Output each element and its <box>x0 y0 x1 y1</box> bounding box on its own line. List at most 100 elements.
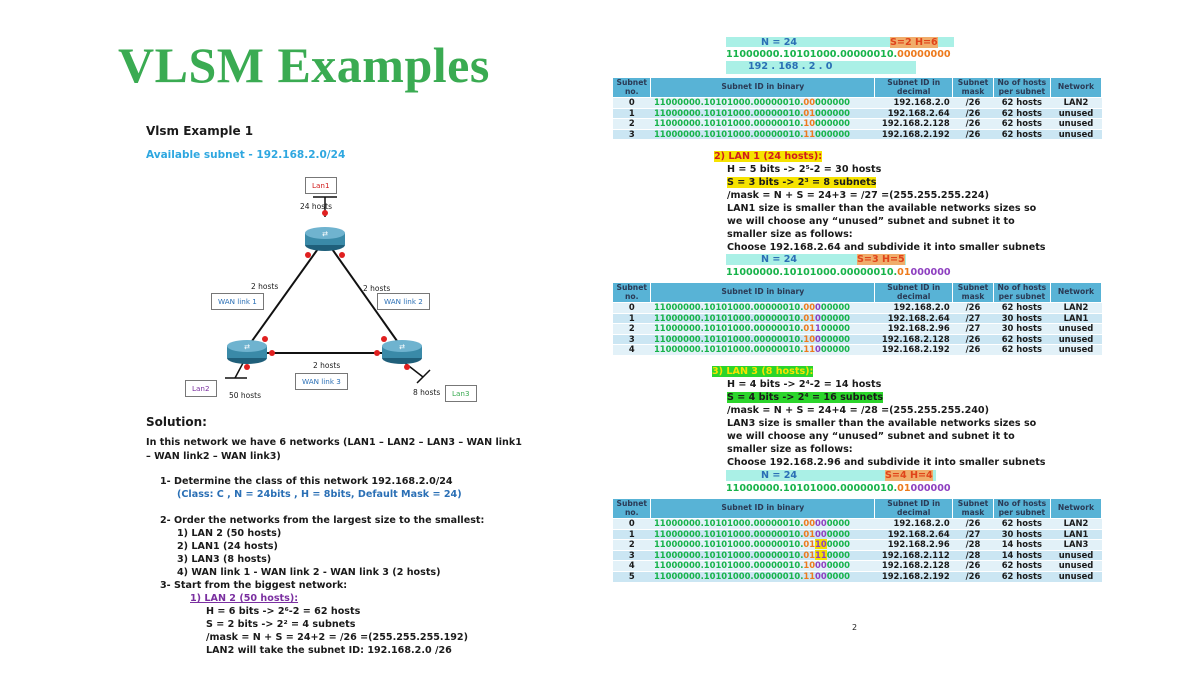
wan3-hosts: 2 hosts <box>313 361 341 370</box>
lan3-line-4: LAN3 size is smaller than the available … <box>727 418 1037 429</box>
binary-cell: 11000000.10101000.00000010.01000000 <box>650 108 875 120</box>
lan1-line-6: smaller size as follows: <box>727 229 853 240</box>
subnet-no-cell: 0 <box>612 302 651 314</box>
binary-part: 11000000.10101000.00000010. <box>653 549 804 560</box>
lan2-hosts: 50 hosts <box>229 391 262 400</box>
network-cell: unused <box>1050 550 1102 562</box>
th-subnet-no: Subnet no. <box>611 498 652 519</box>
binary-part: 000000 <box>815 97 851 107</box>
th-subnet-no: Subnet no. <box>611 77 652 98</box>
hosts-cell: 62 hosts <box>993 561 1051 572</box>
binary-part: 11000000.10101000.00000010. <box>653 312 804 323</box>
binary-part: 11000000.10101000.00000010. <box>653 128 804 139</box>
binary-cell: 11000000.10101000.00000010.11000000 <box>650 570 875 583</box>
binary-part: 10 <box>803 118 816 129</box>
network-cell: unused <box>1050 561 1102 572</box>
th-binary: Subnet ID in binary <box>650 77 876 98</box>
banner1-sh: S=2 H=6 <box>890 37 938 50</box>
binary-part: 0 <box>815 302 821 312</box>
binary-part: 11000000.10101000.00000010. <box>653 560 804 571</box>
subnet-no-cell: 4 <box>612 561 651 572</box>
hosts-cell: 62 hosts <box>993 129 1051 141</box>
th-hosts: No of hosts per subnet <box>992 282 1051 303</box>
lan3-hosts: 8 hosts <box>413 388 441 397</box>
binary-part: 01 <box>803 312 816 323</box>
decimal-cell: 192.168.2.64 <box>874 108 953 120</box>
subnet-no-cell: 1 <box>612 108 651 120</box>
banner2-sh: S=3 H=5 <box>857 254 905 267</box>
example-title: Vlsm Example 1 <box>146 124 254 138</box>
lan3-line-3: /mask = N + S = 24+4 = /28 =(255.255.255… <box>727 405 989 416</box>
network-cell: unused <box>1050 119 1102 130</box>
mask-cell: /26 <box>952 97 994 109</box>
binary-cell: 11000000.10101000.00000010.00000000 <box>650 518 875 530</box>
th-subnet-no: Subnet no. <box>611 282 652 303</box>
order-item-3: 3) LAN3 (8 hosts) <box>177 554 272 565</box>
svg-text:⇄: ⇄ <box>322 230 328 238</box>
lan1-line-2-text: S = 3 bits -> 2³ = 8 subnets <box>727 177 877 188</box>
binary-part: 01 <box>803 549 816 560</box>
binary-cell: 11000000.10101000.00000010.01110000 <box>650 549 875 562</box>
binary-part: 0000 <box>826 570 851 581</box>
router-left-icon: ⇄ <box>227 340 267 364</box>
lan3-line-5: we will choose any “unused” subnet and s… <box>727 431 1015 442</box>
lan1-line-1: H = 5 bits -> 2⁵-2 = 30 hosts <box>727 164 882 175</box>
wan1-hosts: 2 hosts <box>251 282 279 291</box>
binary-part: 00 <box>815 560 827 571</box>
decimal-cell: 192.168.2.0 <box>874 97 953 109</box>
binary-part: 11 <box>803 128 816 139</box>
network-cell: unused <box>1050 108 1102 120</box>
binary-cell: 11000000.10101000.00000010.01000000 <box>650 529 875 541</box>
lan2-line-4: LAN2 will take the subnet ID: 192.168.2.… <box>206 645 452 656</box>
subnet-no-cell: 4 <box>612 345 651 356</box>
binary-part: 0000 <box>826 539 851 550</box>
banner2-binary-prefix: 11000000.10101000.00000010. <box>726 267 898 278</box>
network-cell: LAN2 <box>1050 518 1102 530</box>
th-mask: Subnet mask <box>952 77 994 98</box>
lan3-heading: 3) LAN 3 (8 hosts): <box>712 366 814 379</box>
network-cell: LAN3 <box>1050 540 1102 551</box>
subnet-no-cell: 5 <box>612 571 651 583</box>
subnet-no-cell: 3 <box>612 334 651 346</box>
intro-line-1: In this network we have 6 networks (LAN1… <box>146 437 522 448</box>
mask-cell: /26 <box>952 129 994 141</box>
lan3-heading-text: 3) LAN 3 (8 hosts): <box>712 366 814 377</box>
network-cell: unused <box>1050 571 1102 583</box>
binary-part: 000000 <box>815 128 851 139</box>
lan3-line-2-text: S = 4 bits -> 2⁴ = 16 subnets <box>727 392 884 403</box>
mask-cell: /28 <box>952 540 994 551</box>
svg-text:⇄: ⇄ <box>399 343 405 351</box>
subnet-table-3: Subnet no. Subnet ID in binary Subnet ID… <box>611 498 1103 583</box>
binary-part: 0 <box>815 344 821 355</box>
solution-heading: Solution: <box>146 415 207 429</box>
subnet-no-cell: 0 <box>612 97 651 109</box>
network-cell: unused <box>1050 345 1102 356</box>
banner1-binary-suffix: 00000000 <box>897 49 951 60</box>
hosts-cell: 62 hosts <box>993 518 1051 530</box>
binary-cell: 11000000.10101000.00000010.11000000 <box>650 128 875 141</box>
wan3-box: WAN link 3 <box>295 373 348 390</box>
mask-cell: /28 <box>952 550 994 562</box>
banner2-sh-text: S=3 H=5 <box>857 254 905 265</box>
decimal-cell: 192.168.2.128 <box>874 119 953 130</box>
wan1-box: WAN link 1 <box>211 293 264 310</box>
th-decimal: Subnet ID in decimal <box>874 282 954 303</box>
subnet-table-2: Subnet no. Subnet ID in binary Subnet ID… <box>611 282 1103 356</box>
hosts-cell: 62 hosts <box>993 571 1051 583</box>
hosts-cell: 62 hosts <box>993 108 1051 120</box>
subnet-no-cell: 2 <box>612 324 651 335</box>
hosts-cell: 62 hosts <box>993 302 1051 314</box>
binary-part: 11000000.10101000.00000010. <box>653 118 804 129</box>
binary-part: 00 <box>815 570 827 581</box>
lan2-line <box>234 362 244 379</box>
hosts-cell: 62 hosts <box>993 97 1051 109</box>
lan3-line-1: H = 4 bits -> 2⁴-2 = 14 hosts <box>727 379 882 390</box>
binary-part: 0000 <box>826 549 851 560</box>
decimal-cell: 192.168.2.192 <box>874 571 953 583</box>
subnet-no-cell: 3 <box>612 129 651 141</box>
